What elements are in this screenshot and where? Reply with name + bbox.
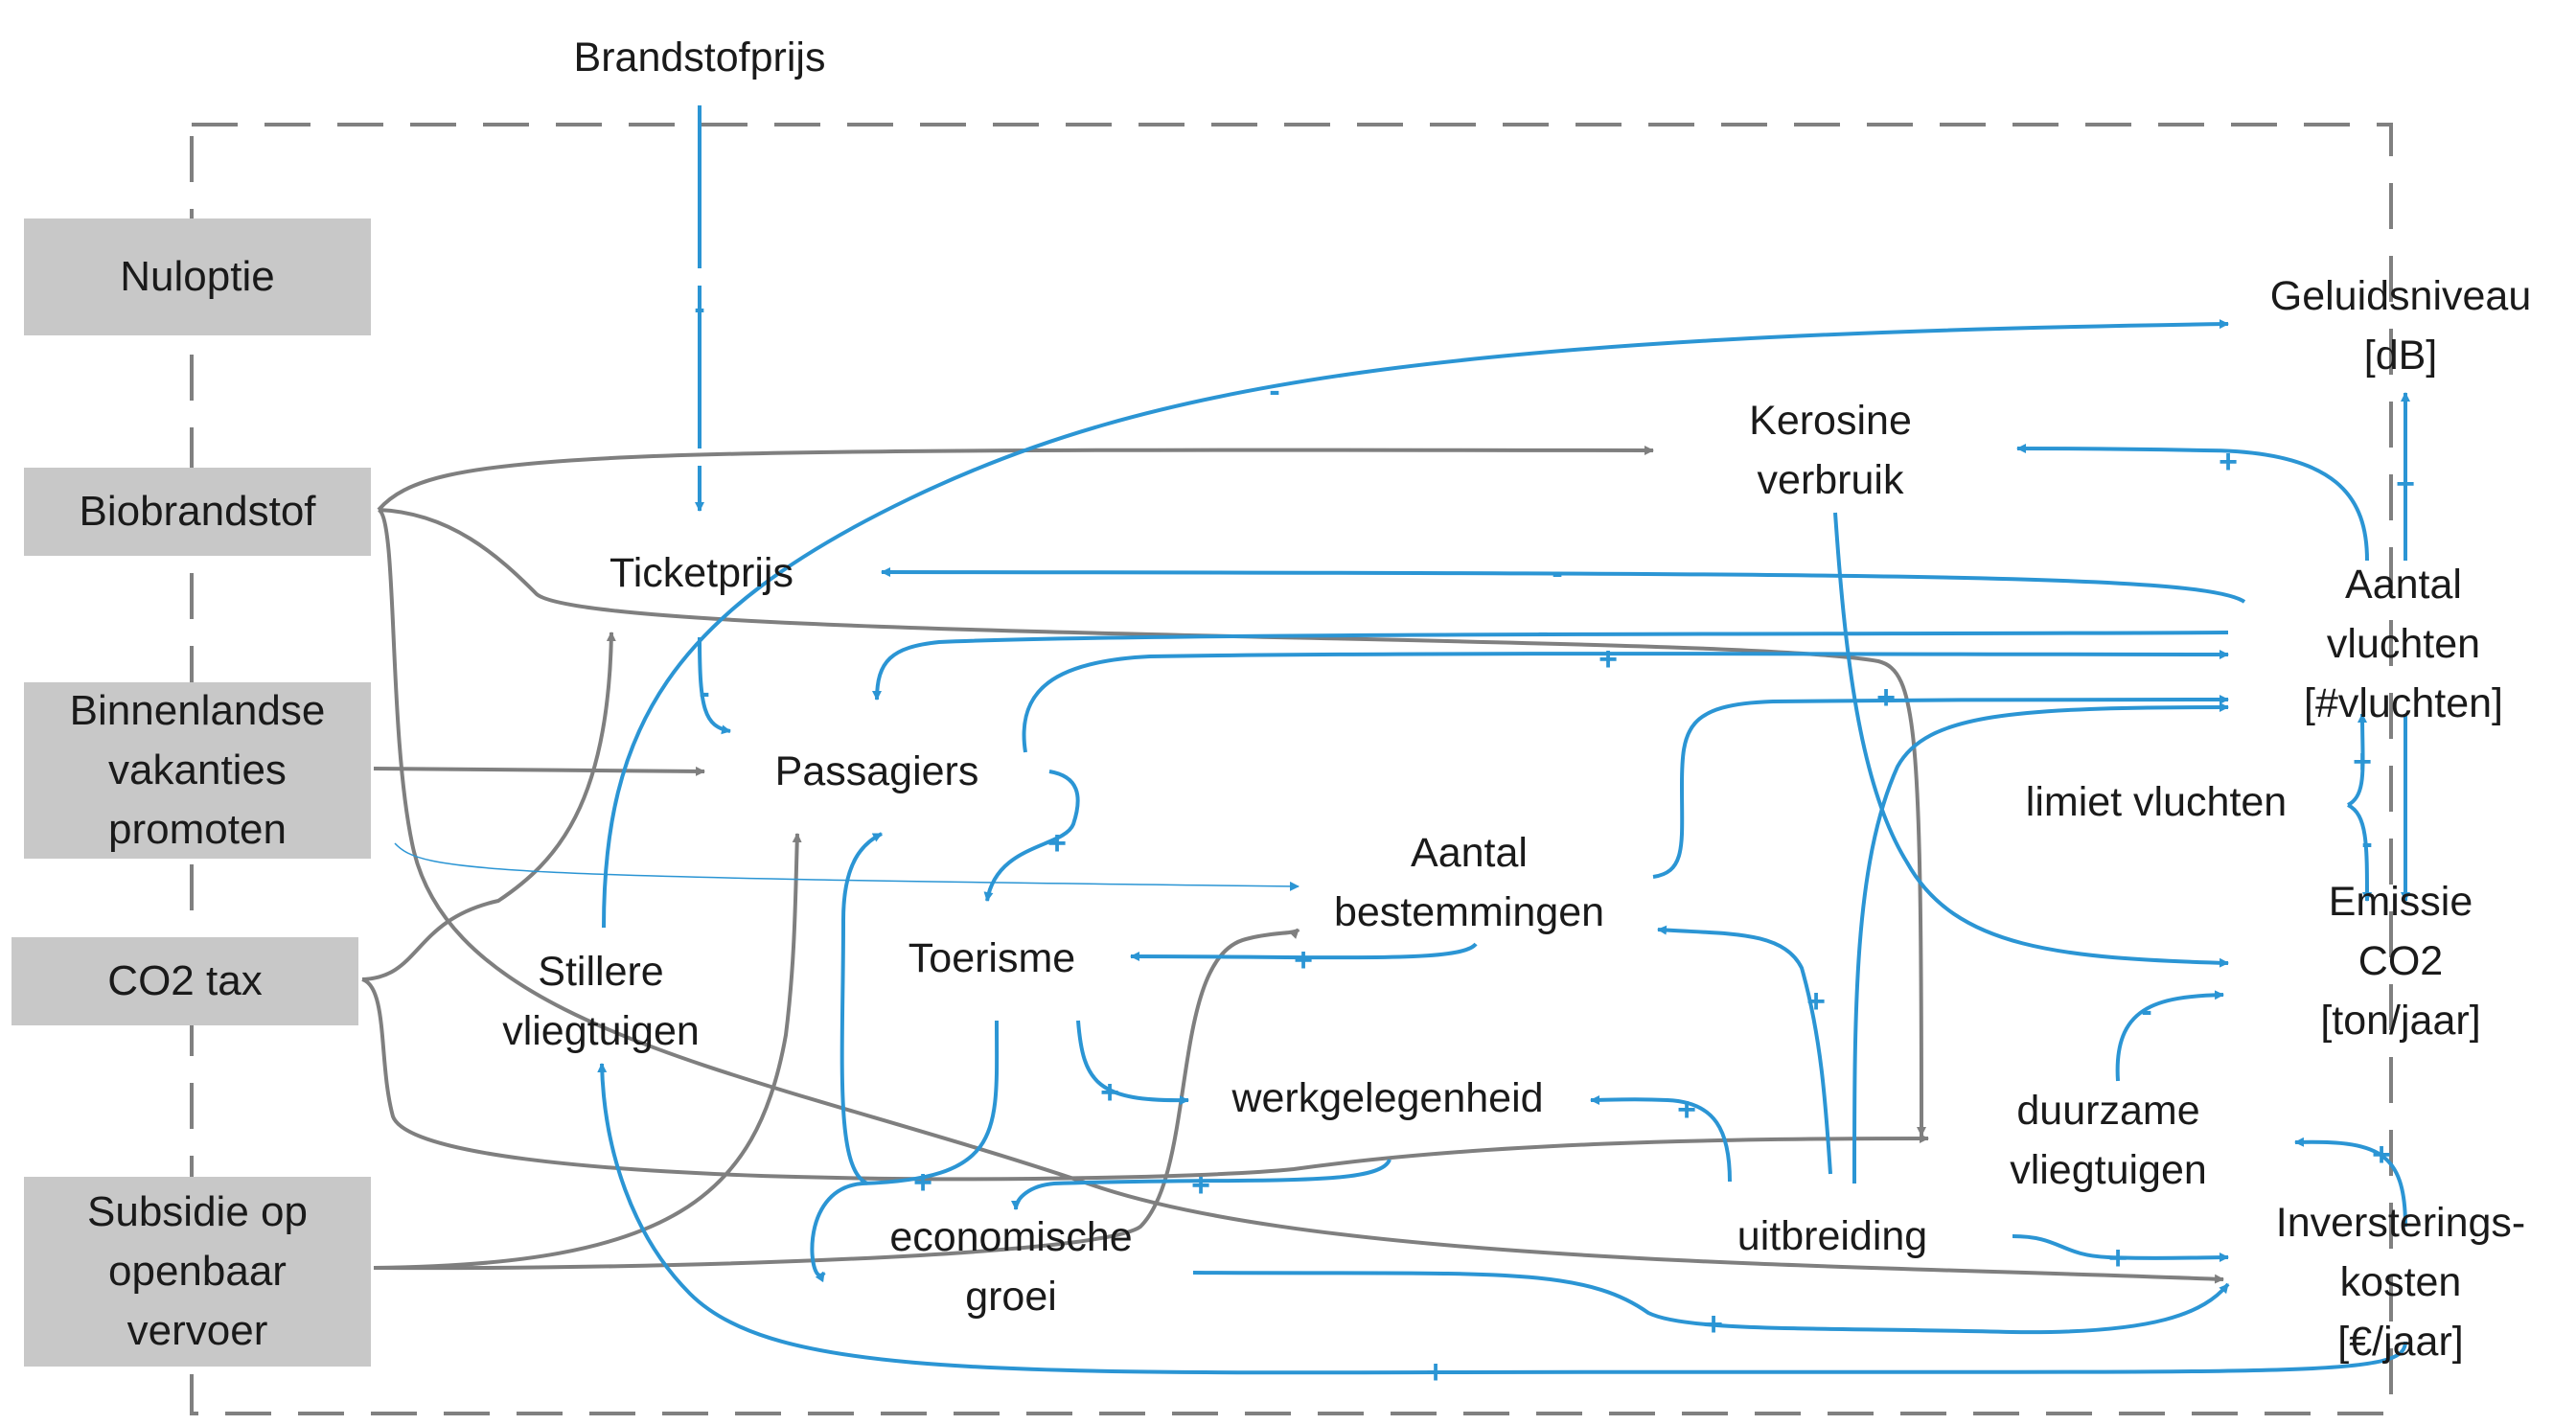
node-werkgelegenheid: werkgelegenheid bbox=[1231, 1075, 1544, 1121]
arrow-uitbreiding-investering bbox=[2012, 1234, 2229, 1263]
node-investeringskosten: Inversterings- kosten [€/jaar] bbox=[2275, 1200, 2526, 1365]
system-boundary bbox=[190, 123, 2393, 1415]
arrow-uitbreiding-werkgelegenheid bbox=[1590, 1094, 1732, 1183]
arrow-investering-stillere bbox=[597, 1063, 2407, 1375]
arrow-limiet-vluchten bbox=[2346, 713, 2368, 807]
sign-vluchten-kerosine: + bbox=[2219, 444, 2238, 480]
policy-nuloptie: Nuloptie bbox=[24, 218, 371, 335]
arrow-toerisme-economische-groei bbox=[810, 1020, 1000, 1283]
sign-economische-groei-investering: + bbox=[1704, 1306, 1723, 1343]
policy-binnenlandse-vakanties: Binnenlandse vakanties promoten bbox=[24, 682, 371, 859]
node-uitbreiding: uitbreiding bbox=[1736, 1213, 1928, 1259]
sign-ticketprijs-passagiers: - bbox=[699, 675, 710, 711]
arrow-binnenlandse-passagiers bbox=[373, 766, 705, 776]
arrow-economische-groei-investering bbox=[1192, 1271, 2230, 1335]
arrow-biobrandstof-kerosine bbox=[377, 445, 1654, 512]
arrow-aantal-bestemmingen-toerisme bbox=[1130, 942, 1478, 962]
node-emissie-co2: Emissie CO2 [ton/jaar] bbox=[2320, 879, 2481, 1044]
arrow-werkgelegenheid-economische-groei bbox=[1011, 1159, 1392, 1210]
arrow-co2tax-duurzame bbox=[361, 977, 1929, 1182]
node-limiet-vluchten: limiet vluchten bbox=[2025, 779, 2288, 825]
arrow-subsidie-aantal-bestemmingen bbox=[373, 928, 1300, 1271]
sign-stillere-geluidsniveau: - bbox=[1269, 373, 1280, 409]
arrow-limiet-emissie bbox=[2346, 803, 2372, 902]
arrow-investering-duurzame bbox=[2294, 1137, 2407, 1228]
sign-duurzame-emissie: - bbox=[2141, 993, 2152, 1029]
sign-vluchten-passagiers: - bbox=[1537, 614, 1549, 651]
node-economische-groei: economische groei bbox=[889, 1214, 1133, 1320]
sign-investering-stillere: + bbox=[1426, 1354, 1445, 1391]
node-passagiers: Passagiers bbox=[774, 748, 979, 794]
sign-vluchten-ticketprijs: - bbox=[1552, 555, 1563, 591]
node-kerosine-verbruik: Kerosine verbruik bbox=[1749, 398, 1912, 503]
arrow-ticketprijs-passagiers bbox=[698, 636, 731, 735]
arrow-vluchten-passagiers bbox=[872, 631, 2229, 701]
arrow-co2tax-ticketprijs bbox=[361, 632, 616, 981]
arrow-uitbreiding-aantal-bestemmingen bbox=[1657, 925, 1832, 1175]
sign-investering-duurzame: + bbox=[2372, 1137, 2391, 1173]
policy-co2-tax: CO2 tax bbox=[12, 937, 358, 1025]
arrow-vluchten-ticketprijs bbox=[881, 567, 2246, 604]
node-aantal-vluchten: Aantal vluchten [#vluchten] bbox=[2304, 562, 2503, 726]
arrow-passagiers-vluchten bbox=[1022, 649, 2229, 753]
node-ticketprijs: Ticketprijs bbox=[610, 550, 794, 596]
sign-limiet-vluchten: + bbox=[2353, 744, 2372, 780]
node-geluidsniveau: Geluidsniveau [dB] bbox=[2269, 273, 2532, 379]
arrow-aantal-bestemmingen-vluchten bbox=[1652, 695, 2229, 879]
node-toerisme: Toerisme bbox=[908, 935, 1076, 981]
sign-uitbreiding-werkgelegenheid: + bbox=[1677, 1092, 1696, 1128]
sign-uitbreiding-aantal-bestemmingen: + bbox=[1806, 983, 1826, 1020]
arrow-biobrandstof-uitbreiding bbox=[378, 508, 1926, 1137]
sign-toerisme-werkgelegenheid: + bbox=[1100, 1074, 1119, 1111]
node-brandstofprijs: Brandstofprijs bbox=[573, 34, 826, 80]
arrow-kerosine-emissie bbox=[1833, 512, 2229, 968]
arrow-duurzame-emissie bbox=[2115, 990, 2224, 1082]
sign-toerisme-economische-groei: + bbox=[913, 1164, 932, 1201]
arrow-subsidie-passagiers bbox=[373, 833, 802, 1270]
node-stillere-vliegtuigen: Stillere vliegtuigen bbox=[502, 949, 700, 1054]
sign-passagiers-vluchten: + bbox=[1598, 641, 1618, 678]
node-aantal-bestemmingen: Aantal bestemmingen bbox=[1333, 830, 1605, 935]
sign-limiet-emissie: - bbox=[2361, 825, 2373, 862]
sign-aantal-bestemmingen-toerisme: + bbox=[1294, 942, 1313, 978]
policy-subsidie-openbaar-vervoer: Subsidie op openbaar vervoer bbox=[24, 1177, 371, 1367]
arrow-uitbreiding-vluchten bbox=[1852, 702, 2229, 1184]
arrow-binnenlandse-aantal-bestemmingen bbox=[394, 842, 1300, 891]
arrow-passagiers-toerisme bbox=[983, 770, 1080, 902]
sign-werkgelegenheid-economische-groei: + bbox=[1191, 1167, 1210, 1204]
sign-uitbreiding-investering: + bbox=[2108, 1240, 2128, 1276]
sign-vluchten-geluidsniveau: + bbox=[2396, 466, 2415, 502]
arrow-economische-groei-passagiers bbox=[840, 832, 883, 1185]
policy-biobrandstof: Biobrandstof bbox=[24, 468, 371, 556]
arrow-stillere-geluidsniveau bbox=[602, 319, 2229, 929]
arrow-vluchten-kerosine bbox=[2016, 444, 2369, 562]
arrow-biobrandstof-investering bbox=[377, 508, 2224, 1284]
node-duurzame-vliegtuigen: duurzame vliegtuigen bbox=[2010, 1088, 2207, 1193]
arrow-toerisme-werkgelegenheid bbox=[1076, 1020, 1189, 1106]
sign-passagiers-toerisme: + bbox=[1047, 825, 1067, 862]
sign-brandstofprijs-ticketprijs: - bbox=[694, 290, 705, 327]
sign-aantal-bestemmingen-vluchten: + bbox=[1876, 679, 1896, 716]
